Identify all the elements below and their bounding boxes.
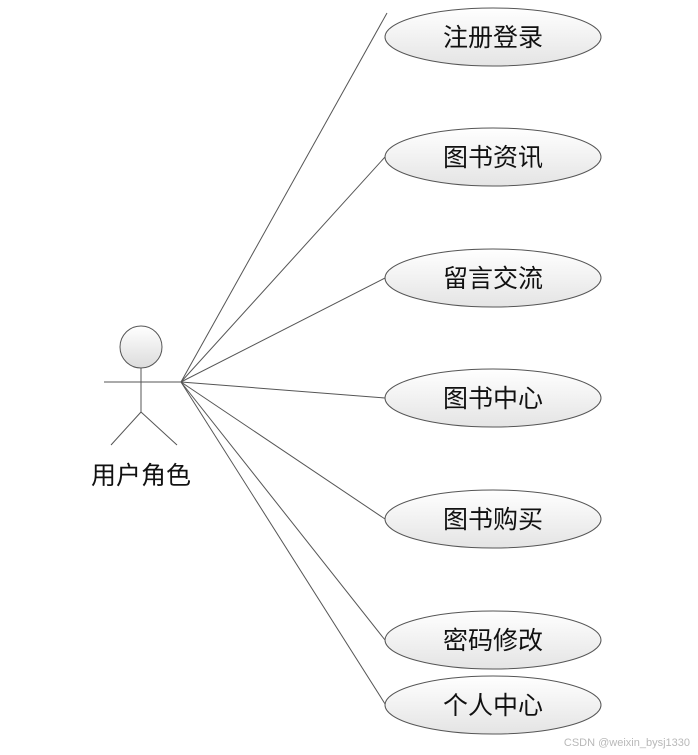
use-case-label: 个人中心: [443, 691, 543, 720]
use-case-ellipse: [384, 7, 602, 67]
use-case-ellipse: [384, 368, 602, 428]
use-case-label: 图书资讯: [443, 143, 543, 172]
actor: 用户角色: [91, 325, 191, 490]
use-case-label: 图书中心: [443, 384, 543, 413]
association-line: [180, 381, 386, 641]
use-case-label: 密码修改: [443, 626, 543, 655]
association-line: [180, 381, 386, 399]
association-line: [180, 381, 386, 520]
use-case-6: 个人中心: [384, 675, 602, 735]
use-case-ellipse: [384, 675, 602, 735]
association-line: [180, 381, 388, 708]
use-cases: 注册登录 图书资讯 留言交流 图书中心 图书购买 密码修改 个人中心: [384, 7, 602, 735]
use-case-label: 图书购买: [443, 505, 543, 534]
use-case-4: 图书购买: [384, 489, 602, 549]
actor-left-leg: [110, 411, 142, 446]
actor-head: [119, 325, 163, 369]
use-case-2: 留言交流: [384, 248, 602, 308]
use-case-ellipse: [384, 610, 602, 670]
association-lines: [180, 12, 388, 708]
association-line: [180, 277, 386, 383]
use-case-0: 注册登录: [384, 7, 602, 67]
association-line: [180, 12, 388, 383]
use-case-ellipse: [384, 127, 602, 187]
use-case-label: 注册登录: [443, 23, 543, 52]
use-case-1: 图书资讯: [384, 127, 602, 187]
actor-label: 用户角色: [91, 461, 191, 490]
watermark: CSDN @weixin_bysj1330: [563, 737, 690, 749]
use-case-3: 图书中心: [384, 368, 602, 428]
association-line: [180, 156, 386, 383]
actor-right-leg: [140, 411, 178, 446]
use-case-5: 密码修改: [384, 610, 602, 670]
use-case-ellipse: [384, 489, 602, 549]
use-case-label: 留言交流: [443, 264, 543, 293]
use-case-ellipse: [384, 248, 602, 308]
